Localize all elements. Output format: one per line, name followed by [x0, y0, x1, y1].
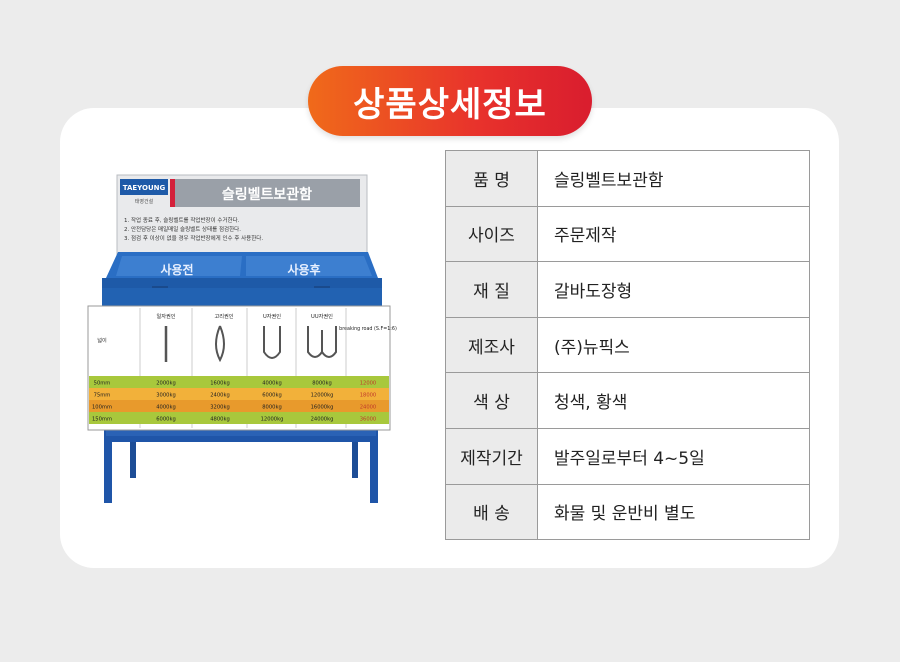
weight-cell: 4800kg — [210, 417, 230, 423]
frame-crossbar — [110, 436, 372, 442]
frame-bottom-rail — [106, 428, 376, 436]
spec-value: 청색, 황색 — [537, 372, 810, 429]
brand-logo — [120, 179, 168, 195]
weight-cell: 18000 — [360, 393, 377, 399]
spec-row: 제조사 (주)뉴픽스 — [445, 316, 810, 374]
weight-cell: 75mm — [94, 393, 111, 399]
notice-1: 1. 작업 종료 후, 슬링벨트를 작업반장이 수거한다. — [124, 216, 240, 224]
weight-cell: 16000kg — [311, 405, 334, 411]
lid-left-panel — [116, 256, 242, 276]
frame-leg-left — [104, 425, 112, 503]
spec-row: 품 명 슬링벨트보관함 — [445, 150, 810, 207]
sign-title: 슬링벨트보관함 — [222, 186, 312, 203]
weight-cell: 8000kg — [262, 405, 282, 411]
spec-key: 재 질 — [445, 261, 538, 318]
spec-key: 제작기간 — [445, 427, 538, 485]
frame-leg-back-left — [130, 432, 136, 478]
spec-key: 품 명 — [445, 150, 538, 207]
spec-row: 배 송 화물 및 운반비 별도 — [445, 483, 810, 541]
notice-2: 2. 안전담당은 매일매일 슬링벨트 상태를 점검한다. — [124, 225, 241, 233]
frame-leg-back-right — [352, 432, 358, 478]
spec-value: 슬링벨트보관함 — [537, 150, 810, 207]
spec-key: 제조사 — [445, 316, 538, 374]
weight-row-band — [89, 400, 389, 412]
sling-loop-icon — [215, 325, 225, 363]
weight-cell: 150mm — [92, 417, 112, 423]
spec-value: 발주일로부터 4~5일 — [537, 427, 810, 485]
weight-cell: 6000kg — [262, 393, 282, 399]
header-type-1: 일자권인 — [156, 312, 175, 320]
page-title: 상품상세정보 — [308, 66, 592, 136]
weight-row-band — [89, 412, 389, 424]
weight-row-band — [89, 376, 389, 388]
header-type-4: UU자권인 — [311, 312, 333, 320]
weight-cell: 24000kg — [311, 417, 334, 423]
weight-cell: 4000kg — [156, 405, 176, 411]
lid-right-panel — [246, 256, 372, 276]
brand-name: TAEYOUNG — [123, 184, 166, 192]
spec-value: 주문제작 — [537, 205, 810, 263]
spec-value: 화물 및 운반비 별도 — [537, 483, 810, 541]
notice-3: 3. 점검 후 이상이 없을 경우 작업반장에게 인수 후 사용한다. — [124, 234, 263, 242]
spec-key: 색 상 — [445, 372, 538, 429]
spec-row: 사이즈 주문제작 — [445, 205, 810, 263]
header-breaking-road: breaking road (S.F=1:6) — [339, 326, 397, 332]
spec-key: 사이즈 — [445, 205, 538, 263]
spec-row: 제작기간 발주일로부터 4~5일 — [445, 427, 810, 485]
weight-cell: 100mm — [92, 405, 112, 411]
weight-cell: 1600kg — [210, 381, 230, 387]
weight-row-band — [89, 388, 389, 400]
lid-right-label: 사용후 — [287, 262, 320, 277]
spec-key: 배 송 — [445, 483, 538, 541]
sling-uu-icon — [307, 326, 337, 358]
header-type-3: U자권인 — [263, 312, 281, 320]
spec-value: (주)뉴픽스 — [537, 316, 810, 374]
weight-cell: 36000 — [360, 417, 377, 423]
frame-leg-right — [370, 425, 378, 503]
sling-u-icon — [263, 326, 281, 359]
lid-front-edge — [102, 278, 382, 288]
spec-row: 색 상 청색, 황색 — [445, 372, 810, 429]
weight-cell: 6000kg — [156, 417, 176, 423]
spec-row: 재 질 갈바도장형 — [445, 261, 810, 318]
spec-value: 갈바도장형 — [537, 261, 810, 318]
weight-cell: 12000kg — [261, 417, 284, 423]
header-width: 넓이 — [97, 336, 107, 344]
sign-title-band — [170, 179, 360, 207]
weight-cell: 3200kg — [210, 405, 230, 411]
weight-cell: 12000kg — [311, 393, 334, 399]
product-image: TAEYOUNG 태영건설 슬링벨트보관함 1. 작업 종료 후, 슬링벨트를 … — [82, 170, 422, 510]
weight-cell: 4000kg — [262, 381, 282, 387]
weight-cell: 3000kg — [156, 393, 176, 399]
spec-table: 품 명 슬링벨트보관함 사이즈 주문제작 재 질 갈바도장형 제조사 (주)뉴픽… — [445, 150, 810, 541]
weight-cell: 50mm — [94, 381, 111, 387]
header-type-2: 고리권인 — [214, 312, 233, 320]
weight-cell: 2400kg — [210, 393, 230, 399]
weight-cell: 12000 — [360, 381, 377, 387]
weight-cell: 24000 — [360, 405, 377, 411]
weight-cell: 8000kg — [312, 381, 332, 387]
lid-left-label: 사용전 — [160, 262, 193, 277]
weight-cell: 2000kg — [156, 381, 176, 387]
sign-accent — [170, 179, 175, 207]
sub-brand: 태영건설 — [135, 198, 154, 205]
